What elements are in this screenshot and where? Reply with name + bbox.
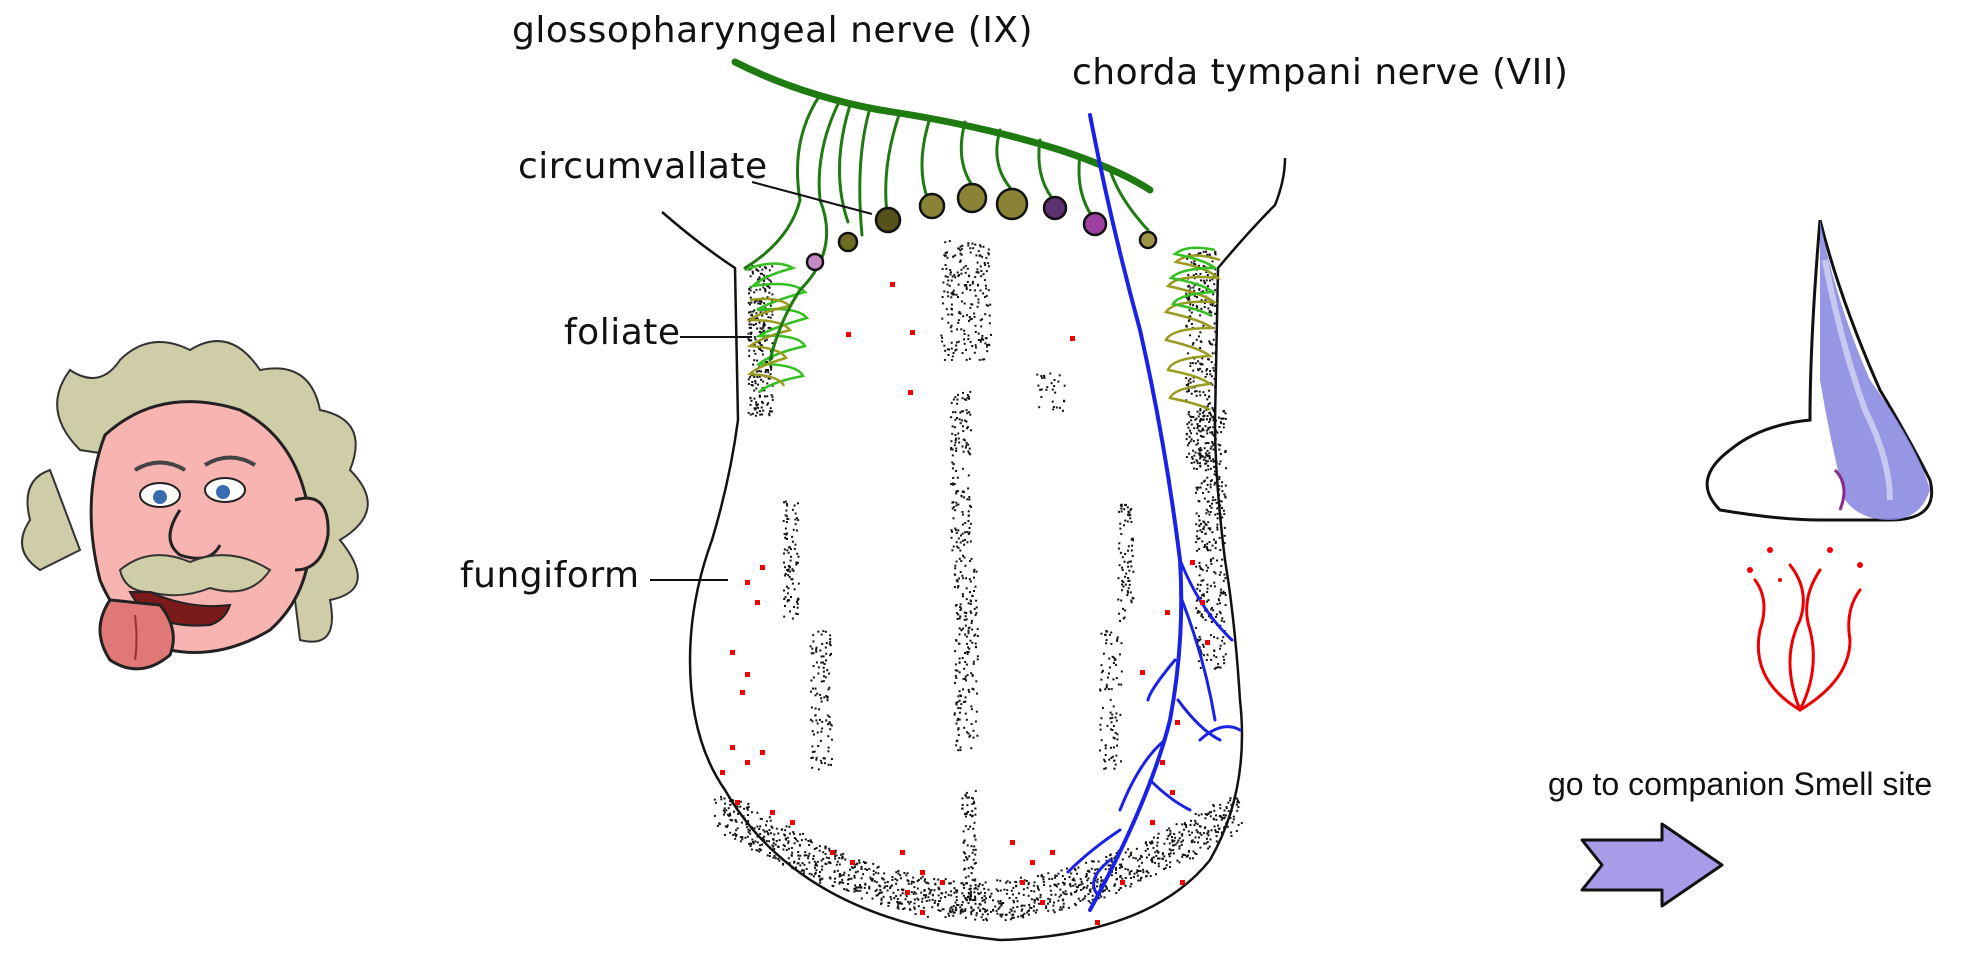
foliate-label: foliate (564, 312, 681, 353)
glossopharyngeal-label: glossopharyngeal nerve (IX) (512, 10, 1033, 51)
chorda-tympani-label: chorda tympani nerve (VII) (1072, 52, 1568, 93)
einstein-tongue-face-icon (10, 330, 420, 730)
foliate-papillae-left (745, 263, 807, 392)
nose-smell-icon (1660, 220, 1940, 720)
circumvallate-label: circumvallate (518, 146, 768, 187)
right-arrow-icon[interactable] (1580, 822, 1724, 908)
tongue-stipple (714, 240, 1243, 921)
smell-site-link[interactable]: go to companion Smell site (1548, 766, 1932, 803)
fungiform-label: fungiform (460, 555, 640, 596)
